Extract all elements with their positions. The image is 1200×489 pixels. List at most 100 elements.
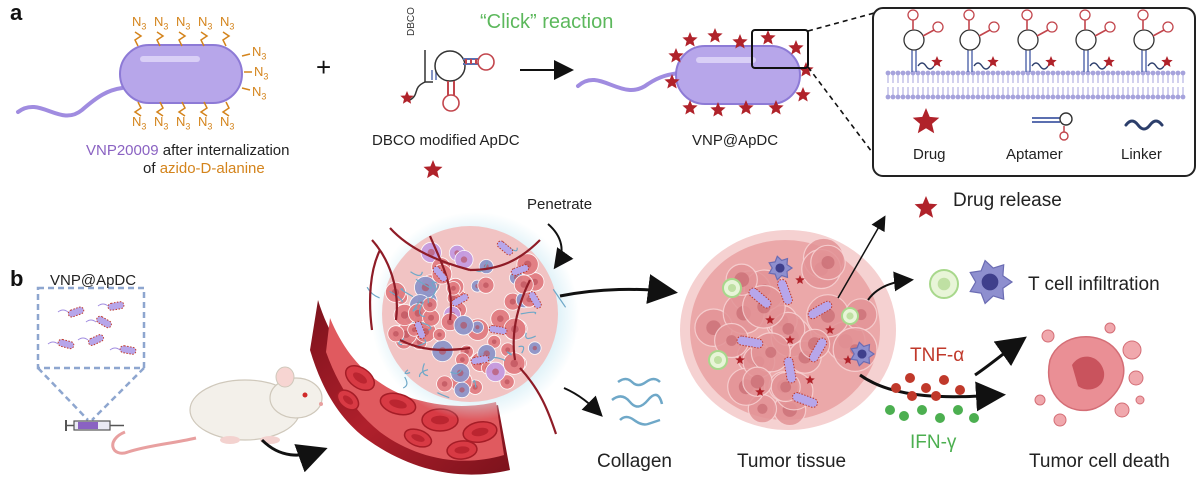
panel-b-letter: b bbox=[10, 266, 24, 291]
azide-label: N3 bbox=[254, 64, 269, 82]
injection-label: VNP@ApDC bbox=[50, 272, 137, 289]
star-drug-icon bbox=[843, 355, 853, 364]
t-cell-icon bbox=[929, 269, 959, 299]
mouse-icon bbox=[111, 366, 323, 455]
star-drug-icon bbox=[732, 34, 748, 49]
tumor-bacterium bbox=[528, 291, 542, 309]
legend-aptamer-label: Aptamer bbox=[1006, 146, 1063, 163]
click-reaction-label: “Click” reaction bbox=[480, 11, 614, 33]
star-drug-icon bbox=[707, 28, 723, 43]
tumor-cells bbox=[384, 241, 545, 399]
t-cell-icon bbox=[708, 350, 728, 370]
star-drug-icon bbox=[664, 74, 680, 89]
collagen-arrow bbox=[563, 387, 603, 417]
star-drug-icon bbox=[755, 387, 765, 396]
inset-bacterium bbox=[57, 338, 75, 350]
star-drug-icon bbox=[914, 196, 938, 218]
dbco-tag: DBCO bbox=[406, 7, 417, 36]
injection-inset bbox=[36, 286, 146, 421]
azide-label: N3 bbox=[132, 114, 147, 132]
drug-release-arrow bbox=[837, 215, 886, 299]
t-cell-infiltration-label: T cell infiltration bbox=[1028, 274, 1160, 295]
inset-bacterium bbox=[119, 345, 137, 355]
membrane bbox=[885, 70, 1186, 100]
azide-groups bbox=[133, 31, 252, 117]
legend-linker-label: Linker bbox=[1121, 146, 1162, 163]
penetrate-arrow bbox=[547, 223, 574, 270]
star-drug-icon bbox=[423, 160, 443, 179]
surface-drugs bbox=[664, 28, 814, 117]
plus-sign: + bbox=[316, 52, 332, 82]
azide-label: N3 bbox=[176, 14, 191, 32]
tumor-bacterium bbox=[414, 320, 426, 340]
tissue-bacterium bbox=[736, 335, 764, 349]
linker-wave-icon bbox=[1124, 119, 1164, 131]
inset-bacterium bbox=[96, 315, 112, 329]
tissue-bacteria bbox=[736, 279, 833, 408]
legend-drug-label: Drug bbox=[913, 146, 946, 163]
t-cell-arrow bbox=[867, 271, 914, 301]
azide-label: N3 bbox=[220, 14, 235, 32]
dendritic-cell-icon bbox=[768, 255, 794, 281]
star-drug-icon bbox=[785, 335, 795, 344]
tumor-cell-death-label: Tumor cell death bbox=[1029, 451, 1170, 472]
zoom-line bbox=[807, 11, 879, 32]
azide-label: N3 bbox=[198, 114, 213, 132]
zoom-line bbox=[807, 66, 879, 161]
t-cell-icon bbox=[929, 269, 959, 299]
bacterium-caption-line2: of azido-D-alanine bbox=[143, 160, 265, 177]
star-drug-icon bbox=[682, 32, 698, 47]
dendritic-cell-icon bbox=[969, 259, 1014, 305]
death-arrow bbox=[974, 336, 1027, 377]
product-caption: VNP@ApDC bbox=[692, 132, 779, 149]
dbco-apdc bbox=[409, 50, 495, 112]
ifn-dots bbox=[885, 405, 979, 423]
zoom-box bbox=[751, 29, 809, 69]
vessel-branches bbox=[368, 227, 558, 435]
star-drug-icon bbox=[788, 40, 804, 55]
azido-d-alanine: azido-D-alanine bbox=[159, 160, 265, 177]
drug-release-label: Drug release bbox=[953, 190, 1062, 211]
tissue-bacterium bbox=[783, 356, 797, 384]
star-drug-icon bbox=[710, 102, 726, 117]
azide-label: N3 bbox=[132, 14, 147, 32]
star-drug-icon bbox=[423, 160, 443, 179]
star-drug-icon bbox=[668, 48, 684, 63]
tumor-bacterium bbox=[496, 240, 514, 256]
star-drug-icon bbox=[912, 108, 940, 134]
tumor-bacterium bbox=[488, 325, 508, 335]
collagen-icon bbox=[611, 377, 664, 426]
tumor-bacteria bbox=[414, 240, 542, 365]
tissue-bacterium bbox=[748, 287, 772, 309]
tumor-bacterium bbox=[451, 293, 469, 307]
azide-label: N3 bbox=[252, 44, 267, 62]
star-drug-icon bbox=[1045, 56, 1057, 67]
mouse-to-vessel-arrow bbox=[260, 438, 328, 473]
tnf-alpha-label: TNF-α bbox=[910, 345, 965, 366]
star-drug-icon bbox=[765, 315, 775, 324]
panel-a-letter: a bbox=[10, 0, 23, 25]
star-drug-icon bbox=[795, 275, 805, 284]
tissue-drugs bbox=[735, 275, 853, 396]
star-drug-icon bbox=[795, 87, 811, 102]
star-drug-icon bbox=[931, 56, 943, 67]
azide-label: N3 bbox=[220, 114, 235, 132]
star-drug-icon bbox=[1103, 56, 1115, 67]
star-drug-icon bbox=[400, 91, 414, 104]
azide-label: N3 bbox=[154, 114, 169, 132]
collagen-label: Collagen bbox=[597, 451, 672, 472]
blood-vessel bbox=[310, 300, 510, 475]
vnp-apdc-bacterium bbox=[576, 45, 801, 105]
membrane-aptamers bbox=[903, 9, 1174, 72]
vnp-name: VNP20009 bbox=[86, 142, 159, 159]
dendritic-cell-icon bbox=[969, 259, 1014, 305]
star-drug-icon bbox=[735, 355, 745, 364]
star-drug-icon bbox=[1161, 56, 1173, 67]
inset-bacterium bbox=[67, 306, 85, 318]
syringe-icon bbox=[65, 420, 124, 431]
tissue-bacterium bbox=[807, 300, 833, 320]
star-drug-icon bbox=[914, 196, 938, 218]
azide-label: N3 bbox=[154, 14, 169, 32]
caption-rest: after internalization bbox=[158, 142, 290, 159]
